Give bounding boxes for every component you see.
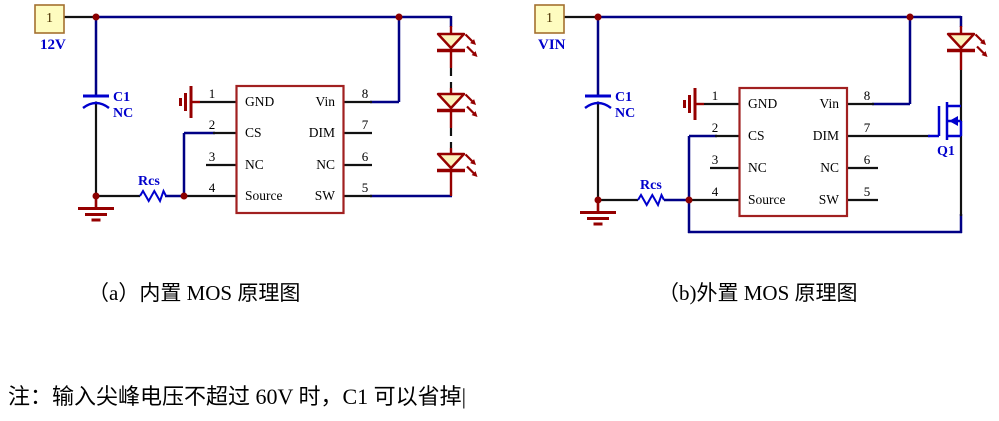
port-designator: 1 <box>46 11 53 26</box>
pin-number: 7 <box>361 117 369 132</box>
pin-label: Vin <box>819 96 839 111</box>
port-box <box>534 4 565 34</box>
pin-number: 8 <box>361 86 369 101</box>
pin-number: 2 <box>208 117 216 132</box>
pin-number: 3 <box>208 149 216 164</box>
port-box <box>34 4 65 34</box>
net-label: 12V <box>40 37 66 53</box>
net-label: VIN <box>538 37 566 53</box>
capacitor-value: NC <box>113 106 134 121</box>
pin-label: CS <box>245 125 262 140</box>
pin-label: Vin <box>315 94 335 109</box>
pin-number: 6 <box>361 149 369 164</box>
ground-icon <box>578 198 618 226</box>
pin-number: 1 <box>711 88 719 103</box>
port-designator: 1 <box>546 11 553 26</box>
capacitor-ref: C1 <box>113 90 131 105</box>
led-icon <box>435 92 480 119</box>
note-text[interactable]: 注：输入尖峰电压不超过 60V 时，C1 可以省掉 <box>8 384 462 409</box>
led-icon <box>435 32 480 59</box>
pin-label: SW <box>818 192 839 207</box>
junction-dots-b <box>594 13 914 204</box>
pin-number: 4 <box>711 184 719 199</box>
circuit-a-stubs <box>64 15 372 198</box>
schematic-canvas <box>34 4 990 234</box>
capacitor-ref: C1 <box>615 90 633 105</box>
junction-dots-a <box>92 13 403 200</box>
pin-label: GND <box>748 96 778 111</box>
note-line[interactable]: 注：输入尖峰电压不超过 60V 时，C1 可以省掉| <box>8 384 466 409</box>
pin-number: 8 <box>863 88 871 103</box>
pin-label: DIM <box>308 125 335 140</box>
pin-number: 2 <box>711 120 719 135</box>
mosfet-ref: Q1 <box>937 144 955 159</box>
circuit-b-stubs <box>564 15 963 216</box>
led-icon <box>945 32 990 59</box>
circuit-a-wires <box>94 15 453 198</box>
circuit-b-wires <box>596 15 963 234</box>
ic-body <box>738 86 849 218</box>
pin-number: 5 <box>863 184 871 199</box>
circuit-a <box>34 4 480 222</box>
caption-b: （b)外置 MOS 原理图 <box>658 281 858 305</box>
resistor-ref: Rcs <box>640 178 662 193</box>
pin-label: NC <box>245 157 264 172</box>
pin-label: NC <box>820 160 839 175</box>
mosfet-icon <box>928 102 963 140</box>
led-icon <box>435 152 480 179</box>
led-string-a <box>435 26 480 196</box>
pin-number: 4 <box>208 180 216 195</box>
text-cursor: | <box>461 384 467 409</box>
pin-label: SW <box>314 188 335 203</box>
pin-label: CS <box>748 128 765 143</box>
pin-number: 6 <box>863 152 871 167</box>
resistor-icon <box>637 194 665 206</box>
capacitor-value: NC <box>615 106 636 121</box>
pin-label: GND <box>245 94 275 109</box>
resistor-icon <box>139 190 167 202</box>
pin-number: 5 <box>361 180 369 195</box>
pin-label: DIM <box>812 128 839 143</box>
pin-number: 7 <box>863 120 871 135</box>
ground-icon <box>76 194 116 222</box>
pin-number: 1 <box>208 86 216 101</box>
pin-label: NC <box>748 160 767 175</box>
resistor-ref: Rcs <box>138 174 160 189</box>
pin-label: Source <box>245 188 283 203</box>
pin-label: Source <box>748 192 786 207</box>
circuit-b <box>534 4 990 234</box>
led-string-b <box>945 26 990 70</box>
caption-a: （a）内置 MOS 原理图 <box>88 281 301 305</box>
pin-number: 3 <box>711 152 719 167</box>
pin-label: NC <box>316 157 335 172</box>
ic-body <box>235 84 345 215</box>
